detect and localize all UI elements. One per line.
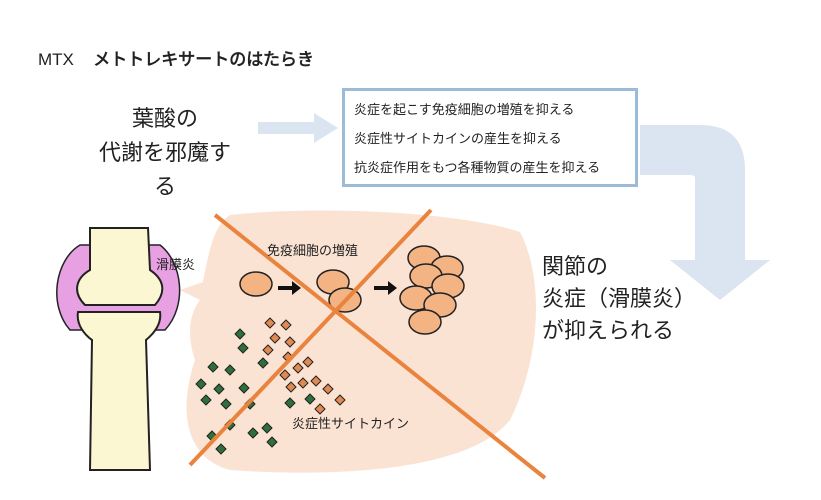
effect-item: 炎症を起こす免疫細胞の増殖を抑える: [354, 103, 575, 118]
mechanism-line-2: 代謝を邪魔する: [98, 141, 231, 200]
immune-cell: [408, 309, 442, 335]
immune-cell: [239, 271, 273, 297]
upper-bone: [76, 227, 164, 306]
mechanism-text: 葉酸の 代謝を邪魔する: [90, 103, 240, 205]
result-text: 関節の 炎症（滑膜炎） が抑えられる: [542, 252, 702, 348]
synovitis-label: 滑膜炎: [156, 258, 196, 273]
proliferation-arrow-1: [278, 281, 301, 295]
lower-bone: [76, 311, 162, 471]
cytokine-label: 炎症性サイトカイン: [292, 417, 410, 432]
effect-item: 炎症性サイトカインの産生を抑える: [354, 132, 562, 147]
right-arrow: [258, 113, 338, 143]
effects-box: 炎症を起こす免疫細胞の増殖を抑える 炎症性サイトカインの産生を抑える 抗炎症作用…: [342, 88, 638, 187]
result-line-3: が抑えられる: [542, 319, 675, 344]
cross-line-1: [213, 213, 547, 480]
title-prefix: MTX: [38, 50, 74, 69]
result-line-1: 関節の: [542, 255, 609, 280]
proliferation-arrow-2: [374, 281, 397, 295]
curved-arrow: [640, 125, 770, 300]
cytokine-group: [195, 317, 346, 455]
page-title: MTX メトトレキサートのはたらき: [38, 45, 314, 70]
immune-proliferation-label: 免疫細胞の増殖: [267, 244, 359, 259]
effect-item: 抗炎症作用をもつ各種物質の産生を抑える: [354, 161, 601, 176]
cross-line-2: [188, 208, 433, 467]
title-main: メトトレキサートのはたらき: [93, 50, 314, 70]
result-line-2: 炎症（滑膜炎）: [542, 287, 697, 312]
mechanism-line-1: 葉酸の: [131, 107, 198, 132]
